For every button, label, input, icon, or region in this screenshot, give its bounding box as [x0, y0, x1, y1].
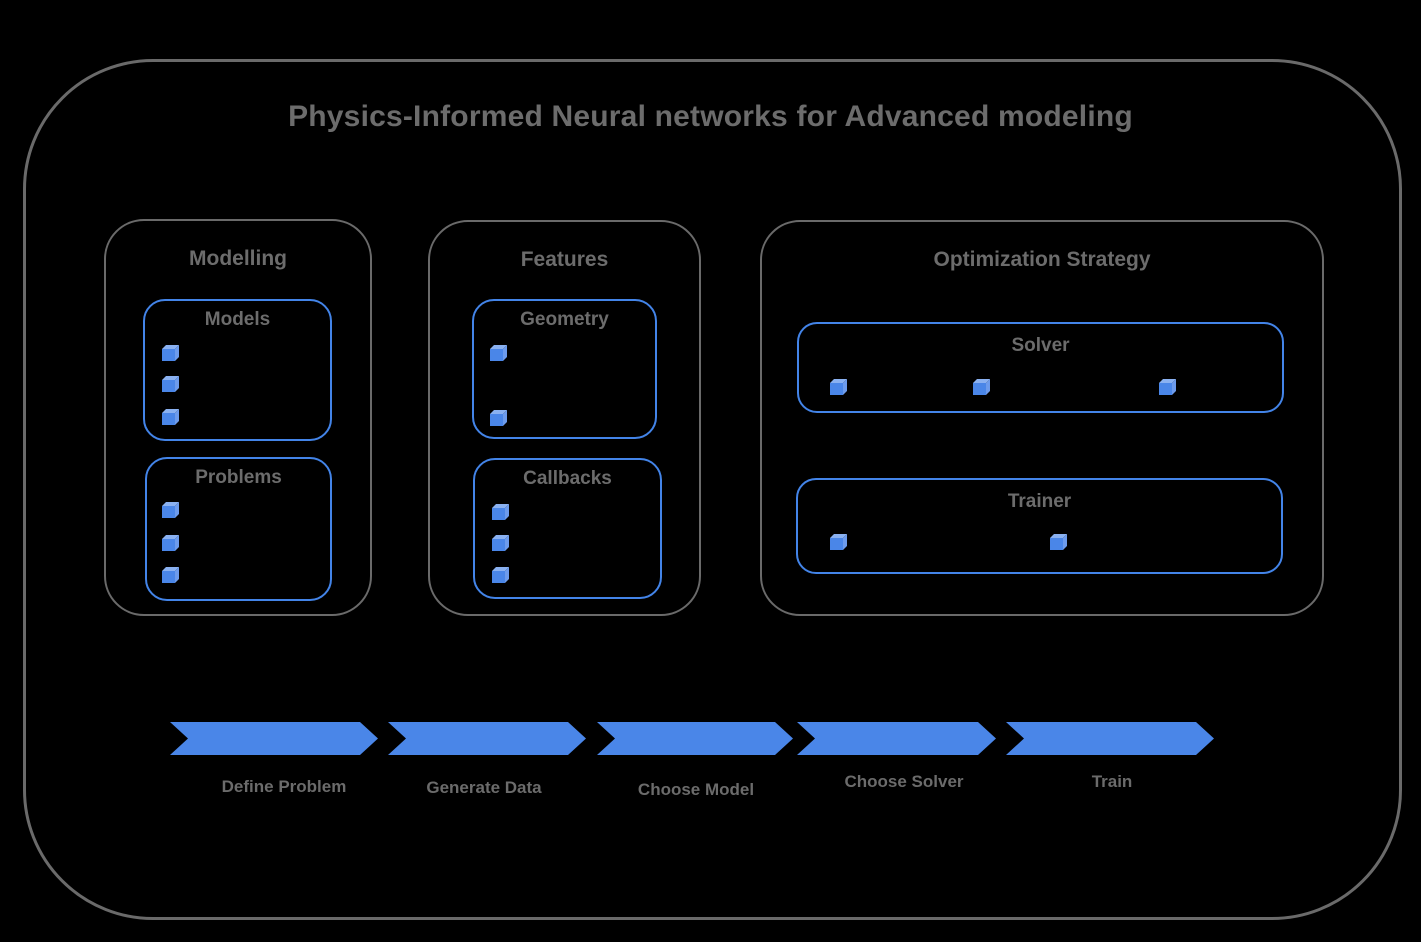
outer-frame: [23, 59, 1402, 920]
cube-bullet-icon: [830, 383, 843, 395]
box-callbacks-title: Callbacks: [523, 468, 612, 489]
workflow-step-choose-solver: Choose Solver: [844, 772, 964, 791]
cube-bullet-icon: [162, 380, 175, 392]
workflow-step-generate-data: Generate Data: [426, 778, 542, 797]
box-problems: Problems: [145, 457, 332, 601]
cube-bullet-icon: [1159, 383, 1172, 395]
diagram-title: Physics-Informed Neural networks for Adv…: [288, 100, 1133, 133]
workflow-step-train: Train: [1091, 772, 1133, 791]
box-trainer-title: Trainer: [1007, 491, 1072, 512]
section-optimization-strategy-title: Optimization Strategy: [933, 248, 1151, 271]
cube-bullet-icon: [973, 383, 986, 395]
box-models: Models: [143, 299, 332, 441]
box-trainer: Trainer: [796, 478, 1283, 574]
cube-bullet-icon: [162, 506, 175, 518]
cube-bullet-icon: [492, 539, 505, 551]
workflow-arrow-segment: [597, 722, 793, 755]
cube-bullet-icon: [492, 571, 505, 583]
cube-bullet-icon: [492, 508, 505, 520]
section-optimization-strategy: Optimization Strategy: [760, 220, 1324, 616]
cube-bullet-icon: [490, 414, 503, 426]
workflow-step-define-problem: Define Problem: [221, 777, 347, 796]
workflow-arrow-segment: [797, 722, 996, 755]
box-solver-title: Solver: [1011, 335, 1070, 356]
box-solver: Solver: [797, 322, 1284, 413]
box-geometry: Geometry: [472, 299, 657, 439]
workflow-arrow-segment: [388, 722, 586, 755]
box-models-title: Models: [204, 309, 271, 330]
section-features-title: Features: [520, 248, 609, 271]
workflow-arrow-segment: [170, 722, 378, 755]
cube-bullet-icon: [490, 349, 503, 361]
section-features: Features: [428, 220, 701, 616]
workflow-step-choose-model: Choose Model: [637, 780, 755, 799]
section-modelling-title: Modelling: [189, 247, 287, 270]
cube-bullet-icon: [162, 539, 175, 551]
cube-bullet-icon: [830, 538, 843, 550]
cube-bullet-icon: [162, 349, 175, 361]
box-geometry-title: Geometry: [520, 309, 609, 330]
cube-bullet-icon: [162, 571, 175, 583]
cube-bullet-icon: [162, 413, 175, 425]
section-modelling: Modelling: [104, 219, 372, 616]
cube-bullet-icon: [1050, 538, 1063, 550]
box-problems-title: Problems: [195, 467, 282, 488]
workflow-arrow-segment: [1006, 722, 1214, 755]
box-callbacks: Callbacks: [473, 458, 662, 599]
